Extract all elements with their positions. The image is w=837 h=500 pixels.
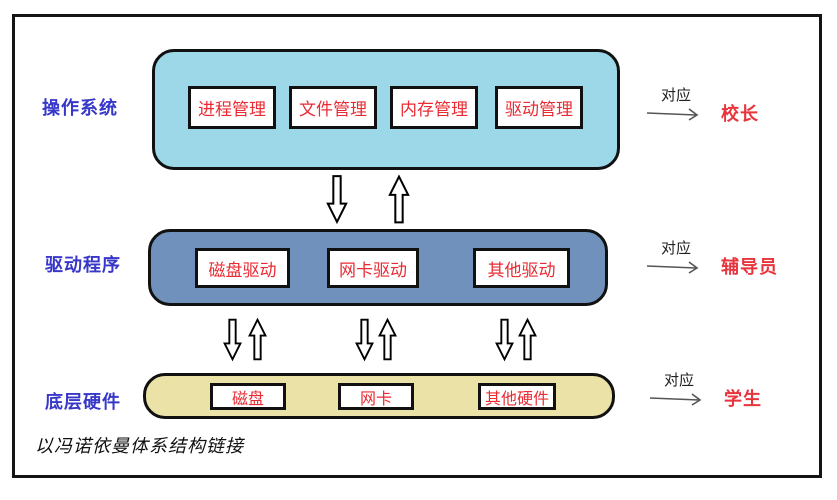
layer-label-hardware: 底层硬件 bbox=[45, 392, 121, 412]
outer-border bbox=[12, 14, 822, 478]
hw-item-other: 其他硬件 bbox=[478, 383, 556, 410]
mapping-driver-counselor: 对应 辅导员 bbox=[645, 240, 778, 279]
down-arrow-icon bbox=[326, 175, 348, 225]
mapping-target-counselor: 辅导员 bbox=[721, 257, 778, 277]
driver-item-other: 其他驱动 bbox=[473, 248, 570, 288]
down-arrow-icon bbox=[355, 318, 374, 362]
os-item-driver-mgmt: 驱动管理 bbox=[495, 86, 583, 129]
driver-layer-box: 磁盘驱动 网卡驱动 其他驱动 bbox=[148, 229, 608, 306]
right-arrow-icon bbox=[646, 261, 699, 274]
os-item-process-mgmt: 进程管理 bbox=[188, 86, 276, 129]
hw-item-nic: 网卡 bbox=[338, 383, 414, 410]
mapping-label: 对应 bbox=[660, 240, 691, 257]
driver-item-disk: 磁盘驱动 bbox=[195, 248, 290, 288]
down-arrow-icon bbox=[223, 318, 242, 362]
os-layer-box: 进程管理 文件管理 内存管理 驱动管理 bbox=[152, 49, 620, 170]
up-arrow-icon bbox=[248, 317, 267, 361]
mapping-target-principal: 校长 bbox=[721, 104, 759, 124]
mapping-target-student: 学生 bbox=[724, 389, 762, 409]
up-arrow-icon bbox=[388, 174, 410, 224]
right-arrow-icon bbox=[649, 393, 702, 406]
layer-label-driver: 驱动程序 bbox=[45, 255, 121, 275]
os-item-file-mgmt: 文件管理 bbox=[289, 86, 377, 129]
mapping-label: 对应 bbox=[660, 87, 691, 104]
layer-label-os: 操作系统 bbox=[42, 98, 118, 118]
up-arrow-icon bbox=[518, 317, 537, 361]
hw-item-disk: 磁盘 bbox=[210, 383, 286, 410]
up-arrow-icon bbox=[378, 317, 397, 361]
mapping-hardware-student: 对应 学生 bbox=[648, 372, 762, 411]
mapping-label: 对应 bbox=[663, 372, 694, 389]
driver-item-nic: 网卡驱动 bbox=[327, 248, 419, 288]
os-item-memory-mgmt: 内存管理 bbox=[390, 86, 478, 129]
hardware-layer-box: 磁盘 网卡 其他硬件 bbox=[143, 373, 615, 419]
right-arrow-icon bbox=[646, 108, 699, 121]
footnote-text: 以冯诺依曼体系结构链接 bbox=[35, 436, 244, 456]
mapping-os-principal: 对应 校长 bbox=[645, 87, 759, 126]
down-arrow-icon bbox=[495, 318, 514, 362]
